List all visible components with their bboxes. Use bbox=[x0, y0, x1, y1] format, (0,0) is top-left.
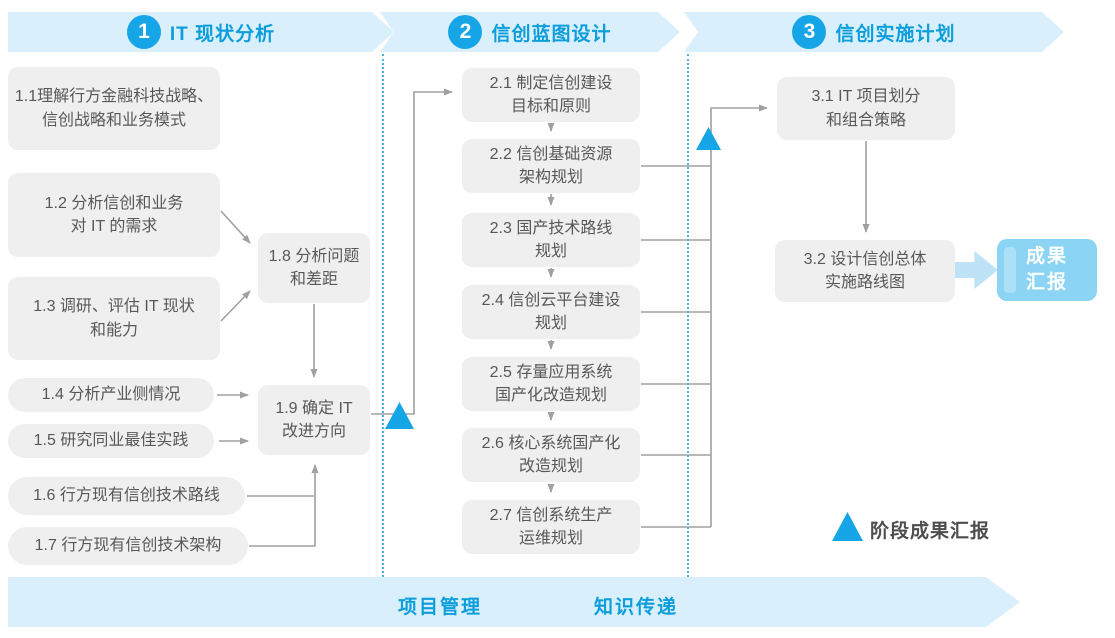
node-1-3-line2: 和能力 bbox=[89, 321, 138, 339]
node-1-2-line1: 1.2 分析信创和业务 bbox=[44, 194, 184, 212]
node-3-2: 3.2 设计信创总体 实施路线图 bbox=[775, 240, 955, 302]
node-2-2-line1: 2.2 信创基础资源 bbox=[489, 145, 613, 163]
node-3-1: 3.1 IT 项目划分 和组合策略 bbox=[777, 77, 955, 140]
footer-label-knowledge-transfer: 知识传递 bbox=[594, 597, 679, 618]
node-1-4: 1.4 分析产业侧情况 bbox=[8, 378, 214, 412]
node-2-5-line1: 2.5 存量应用系统 bbox=[489, 363, 613, 381]
node-1-1-line2: 信创战略和业务模式 bbox=[41, 111, 186, 129]
node-2-4-line1: 2.4 信创云平台建设 bbox=[481, 291, 621, 309]
node-1-2: 1.2 分析信创和业务 对 IT 的需求 bbox=[8, 173, 220, 257]
result-box-line2: 汇报 bbox=[1025, 272, 1068, 293]
node-1-5: 1.5 研究同业最佳实践 bbox=[8, 424, 214, 458]
node-3-2-line1: 3.2 设计信创总体 bbox=[803, 250, 927, 268]
node-2-1: 2.1 制定信创建设 目标和原则 bbox=[462, 68, 640, 122]
node-2-5: 2.5 存量应用系统 国产化改造规划 bbox=[462, 357, 640, 411]
node-3-1-line2: 和组合策略 bbox=[825, 111, 906, 129]
node-2-3-line1: 2.3 国产技术路线 bbox=[489, 219, 613, 237]
node-2-6: 2.6 核心系统国产化 改造规划 bbox=[462, 428, 640, 482]
legend-label: 阶段成果汇报 bbox=[870, 521, 991, 542]
node-1-7: 1.7 行方现有信创技术架构 bbox=[8, 527, 248, 565]
node-1-6: 1.6 行方现有信创技术路线 bbox=[8, 477, 245, 515]
node-1-9-line1: 1.9 确定 IT bbox=[275, 399, 353, 417]
node-1-2-line2: 对 IT 的需求 bbox=[70, 218, 158, 235]
legend-triangle-icon bbox=[832, 512, 863, 541]
node-2-6-line1: 2.6 核心系统国产化 bbox=[481, 434, 621, 452]
node-2-2: 2.2 信创基础资源 架构规划 bbox=[462, 139, 640, 193]
footer-banner bbox=[8, 577, 1020, 627]
result-box-highlight bbox=[1004, 247, 1016, 293]
node-2-3-line2: 规划 bbox=[534, 243, 567, 260]
node-1-6-line1: 1.6 行方现有信创技术路线 bbox=[33, 487, 220, 505]
node-1-9: 1.9 确定 IT 改进方向 bbox=[258, 385, 370, 455]
node-1-1: 1.1理解行方金融科技战略、 信创战略和业务模式 bbox=[8, 67, 220, 150]
node-2-4: 2.4 信创云平台建设 规划 bbox=[462, 285, 640, 339]
node-1-9-line2: 改进方向 bbox=[281, 423, 346, 440]
node-1-7-line1: 1.7 行方现有信创技术架构 bbox=[34, 537, 222, 555]
milestone-triangle-phase2-icon bbox=[696, 127, 721, 150]
phase1-banner: 1 IT 现状分析 bbox=[8, 12, 394, 52]
result-box: 成果 汇报 bbox=[997, 239, 1097, 301]
phase3-banner: 3 信创实施计划 bbox=[684, 12, 1064, 52]
milestone-triangle-phase1-icon bbox=[385, 402, 414, 429]
node-1-3-line1: 1.3 调研、评估 IT 现状 bbox=[33, 298, 195, 316]
node-1-8-line2: 和差距 bbox=[289, 271, 338, 288]
arrow-1-7-to-1-9 bbox=[249, 464, 319, 547]
node-2-1-line2: 目标和原则 bbox=[510, 98, 591, 115]
node-1-1-line1: 1.1理解行方金融科技战略、 bbox=[14, 88, 214, 106]
node-2-7: 2.7 信创系统生产 运维规划 bbox=[462, 500, 640, 554]
arrow-1-2-to-1-8 bbox=[220, 210, 251, 244]
phase3-number-badge: 3 bbox=[792, 15, 827, 49]
node-3-1-line1: 3.1 IT 项目划分 bbox=[811, 88, 921, 106]
node-2-1-line1: 2.1 制定信创建设 bbox=[489, 74, 613, 92]
phase2-banner: 2 信创蓝图设计 bbox=[380, 12, 680, 52]
node-1-5-line1: 1.5 研究同业最佳实践 bbox=[33, 432, 189, 450]
phase-separator-1 bbox=[382, 54, 384, 577]
result-arrow-icon bbox=[955, 251, 998, 289]
node-1-8-line1: 1.8 分析问题 bbox=[268, 247, 360, 265]
footer-label-project-management: 项目管理 bbox=[398, 597, 483, 618]
node-2-7-line2: 运维规划 bbox=[518, 530, 583, 547]
arrow-1-3-to-1-8 bbox=[220, 290, 251, 322]
phase1-title: IT 现状分析 bbox=[169, 23, 276, 45]
node-3-2-line2: 实施路线图 bbox=[824, 274, 905, 291]
phase2-title: 信创蓝图设计 bbox=[491, 23, 612, 45]
node-2-5-line2: 国产化改造规划 bbox=[494, 387, 607, 404]
phase2-number-badge: 2 bbox=[448, 15, 483, 49]
phase-separator-2 bbox=[687, 54, 689, 577]
node-2-7-line1: 2.7 信创系统生产 bbox=[489, 506, 613, 524]
node-2-6-line2: 改造规划 bbox=[518, 458, 583, 475]
node-2-3: 2.3 国产技术路线 规划 bbox=[462, 213, 640, 267]
phase3-title: 信创实施计划 bbox=[835, 23, 956, 45]
result-box-line1: 成果 bbox=[1025, 246, 1068, 268]
node-1-8: 1.8 分析问题 和差距 bbox=[258, 233, 370, 303]
phase1-number-badge: 1 bbox=[126, 15, 161, 49]
node-1-4-line1: 1.4 分析产业侧情况 bbox=[41, 386, 181, 404]
node-2-4-line2: 规划 bbox=[534, 315, 567, 332]
node-2-2-line2: 架构规划 bbox=[518, 169, 583, 186]
node-1-3: 1.3 调研、评估 IT 现状 和能力 bbox=[8, 277, 220, 360]
arrow-phase2-to-3-1 bbox=[710, 104, 768, 527]
